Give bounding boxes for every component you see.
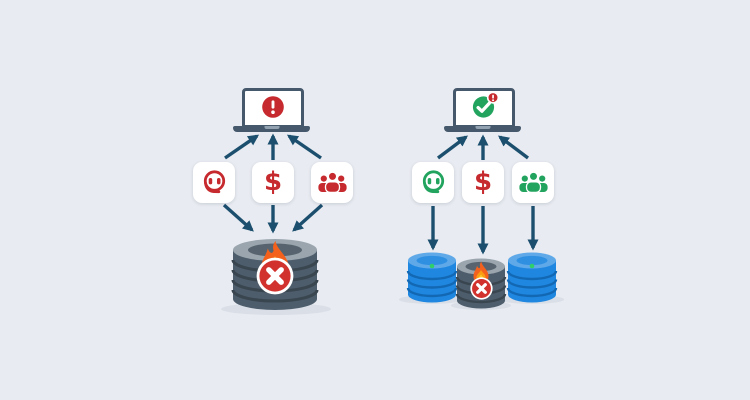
green-dot [529, 263, 535, 269]
left-arrow-up-3 [286, 134, 322, 160]
x-circle-icon [469, 277, 493, 300]
right-laptop-notch [475, 126, 490, 129]
right-card-support [412, 162, 454, 203]
database-blue-1 [406, 252, 458, 303]
left-arrow-down-3 [292, 203, 324, 232]
people-icon [317, 171, 347, 194]
right-arrow-up-1 [436, 135, 468, 160]
right-laptop-base [444, 126, 521, 132]
x-circle-icon [256, 257, 294, 295]
database-blue-2 [506, 252, 558, 303]
people-icon [518, 171, 548, 194]
left-card-customers [311, 162, 353, 203]
right-card-customers [512, 162, 554, 203]
left-arrow-up-1 [224, 134, 260, 160]
left-card-support [193, 162, 235, 203]
error-exclamation-icon [262, 96, 284, 118]
headset-icon [203, 170, 225, 194]
left-arrow-down-1 [222, 203, 254, 232]
dollar-icon: $ [473, 166, 493, 197]
headset-icon [422, 170, 444, 194]
left-laptop-base [233, 126, 310, 132]
right-arrow-up-3 [498, 135, 530, 160]
right-card-billing: $ [462, 162, 504, 203]
left-card-billing: $ [252, 162, 294, 203]
check-circle-icon [472, 91, 499, 118]
green-dot [429, 263, 435, 269]
database-dark-failing [455, 258, 507, 309]
alert-badge-icon [486, 91, 499, 104]
left-laptop-notch [264, 126, 279, 129]
dollar-icon: $ [263, 166, 283, 197]
